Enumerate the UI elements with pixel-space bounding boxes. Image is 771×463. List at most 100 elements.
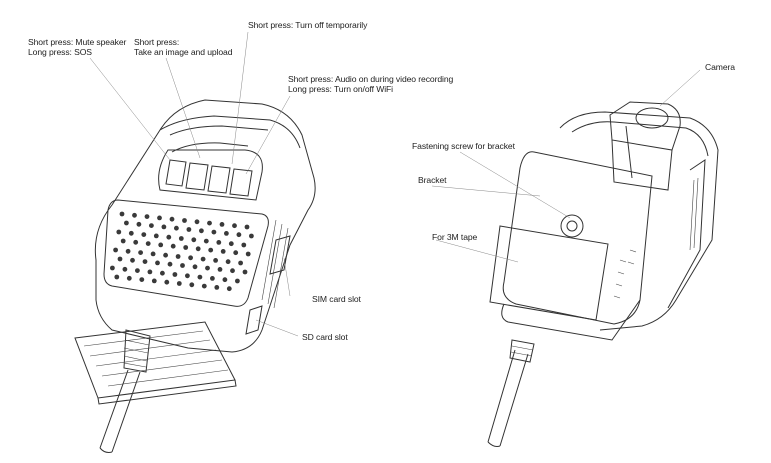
speaker-hole — [191, 237, 197, 243]
speaker-hole — [216, 240, 222, 245]
speaker-hole — [170, 243, 176, 249]
speaker-hole — [241, 242, 247, 248]
speaker-hole — [160, 270, 165, 276]
speaker-hole — [175, 254, 181, 259]
label-sd-slot: SD card slot — [302, 332, 348, 342]
speaker-hole — [226, 286, 232, 292]
speaker-hole — [116, 229, 122, 235]
speaker-hole — [228, 241, 234, 247]
speaker-hole — [136, 221, 142, 227]
speaker-hole — [142, 259, 148, 264]
speaker-hole — [219, 222, 225, 227]
speaker-hole — [205, 265, 210, 271]
leader-lines — [89, 31, 701, 337]
label-camera: Camera — [705, 62, 735, 72]
speaker-hole — [119, 211, 125, 217]
speaker-hole — [153, 233, 159, 239]
speaker-hole — [130, 257, 135, 263]
speaker-hole — [155, 260, 160, 266]
speaker-hole — [233, 250, 239, 256]
speaker-hole — [201, 283, 207, 289]
label-audio-line1: Short press: Audio on during video recor… — [288, 74, 454, 84]
speaker-hole — [166, 234, 172, 240]
speaker-hole — [117, 256, 123, 262]
speaker-hole — [120, 238, 126, 244]
rear-device — [487, 101, 719, 447]
speaker-hole — [178, 236, 184, 241]
speaker-hole — [236, 232, 242, 238]
speaker-hole — [135, 268, 140, 273]
speaker-hole — [183, 245, 189, 250]
label-audio-wifi: Short press: Audio on during video recor… — [288, 74, 453, 94]
label-turn-off: Short press: Turn off temporarily — [248, 20, 367, 30]
speaker-hole — [161, 224, 167, 230]
speaker-hole — [126, 275, 132, 281]
speaker-hole — [211, 229, 217, 235]
speaker-hole — [124, 220, 129, 226]
speaker-hole — [150, 251, 156, 257]
speaker-hole — [163, 252, 169, 258]
label-audio-line2: Long press: Turn on/off WiFi — [288, 84, 393, 94]
speaker-hole — [182, 218, 187, 223]
speaker-hole — [158, 242, 164, 248]
speaker-hole — [194, 219, 200, 225]
speaker-hole — [199, 228, 204, 234]
label-mute-speaker: Short press: Mute speaker Long press: SO… — [28, 37, 126, 57]
speaker-hole — [169, 216, 175, 222]
label-fastening-screw: Fastening screw for bracket — [412, 141, 515, 151]
speaker-hole — [207, 220, 212, 226]
speaker-hole — [180, 263, 185, 268]
speaker-hole — [222, 277, 228, 283]
speaker-hole — [172, 272, 178, 277]
label-image-line1: Short press: — [134, 37, 180, 47]
speaker-hole — [138, 250, 144, 256]
speaker-hole — [217, 267, 223, 272]
speaker-hole — [203, 238, 209, 244]
speaker-hole — [208, 247, 214, 253]
speaker-hole — [122, 266, 128, 272]
label-mute-line2: Long press: SOS — [28, 47, 92, 57]
speaker-grille — [110, 211, 254, 292]
speaker-hole — [214, 285, 220, 290]
speaker-hole — [157, 215, 162, 221]
speaker-hole — [244, 224, 250, 230]
speaker-hole — [164, 279, 170, 285]
speaker-hole — [210, 276, 215, 281]
speaker-hole — [113, 247, 118, 253]
label-bracket: Bracket — [418, 175, 447, 185]
label-take-image: Short press: Take an image and upload — [134, 37, 233, 57]
speaker-hole — [225, 259, 231, 265]
speaker-hole — [174, 225, 179, 231]
speaker-hole — [114, 274, 120, 280]
speaker-hole — [176, 281, 182, 286]
speaker-hole — [128, 230, 134, 236]
speaker-hole — [132, 212, 137, 218]
speaker-hole — [151, 278, 157, 284]
speaker-hole — [238, 260, 244, 266]
speaker-hole — [139, 277, 145, 282]
speaker-hole — [141, 232, 147, 238]
label-sim-slot: SIM card slot — [312, 294, 361, 304]
speaker-hole — [195, 246, 201, 252]
speaker-hole — [245, 251, 251, 257]
speaker-hole — [242, 269, 248, 275]
label-3m-tape: For 3M tape — [432, 232, 478, 242]
speaker-hole — [189, 282, 195, 288]
speaker-hole — [230, 268, 235, 274]
speaker-hole — [224, 231, 229, 236]
speaker-hole — [200, 256, 206, 262]
speaker-hole — [192, 264, 198, 270]
speaker-hole — [167, 261, 173, 267]
speaker-hole — [232, 223, 237, 229]
speaker-hole — [235, 278, 240, 284]
label-image-line2: Take an image and upload — [134, 47, 233, 57]
speaker-hole — [185, 273, 190, 279]
speaker-hole — [249, 233, 254, 239]
speaker-hole — [145, 241, 151, 247]
speaker-hole — [133, 239, 139, 245]
speaker-hole — [144, 214, 150, 220]
label-turnoff-line1: Short press: Turn off temporarily — [248, 20, 368, 30]
speaker-hole — [125, 248, 131, 254]
